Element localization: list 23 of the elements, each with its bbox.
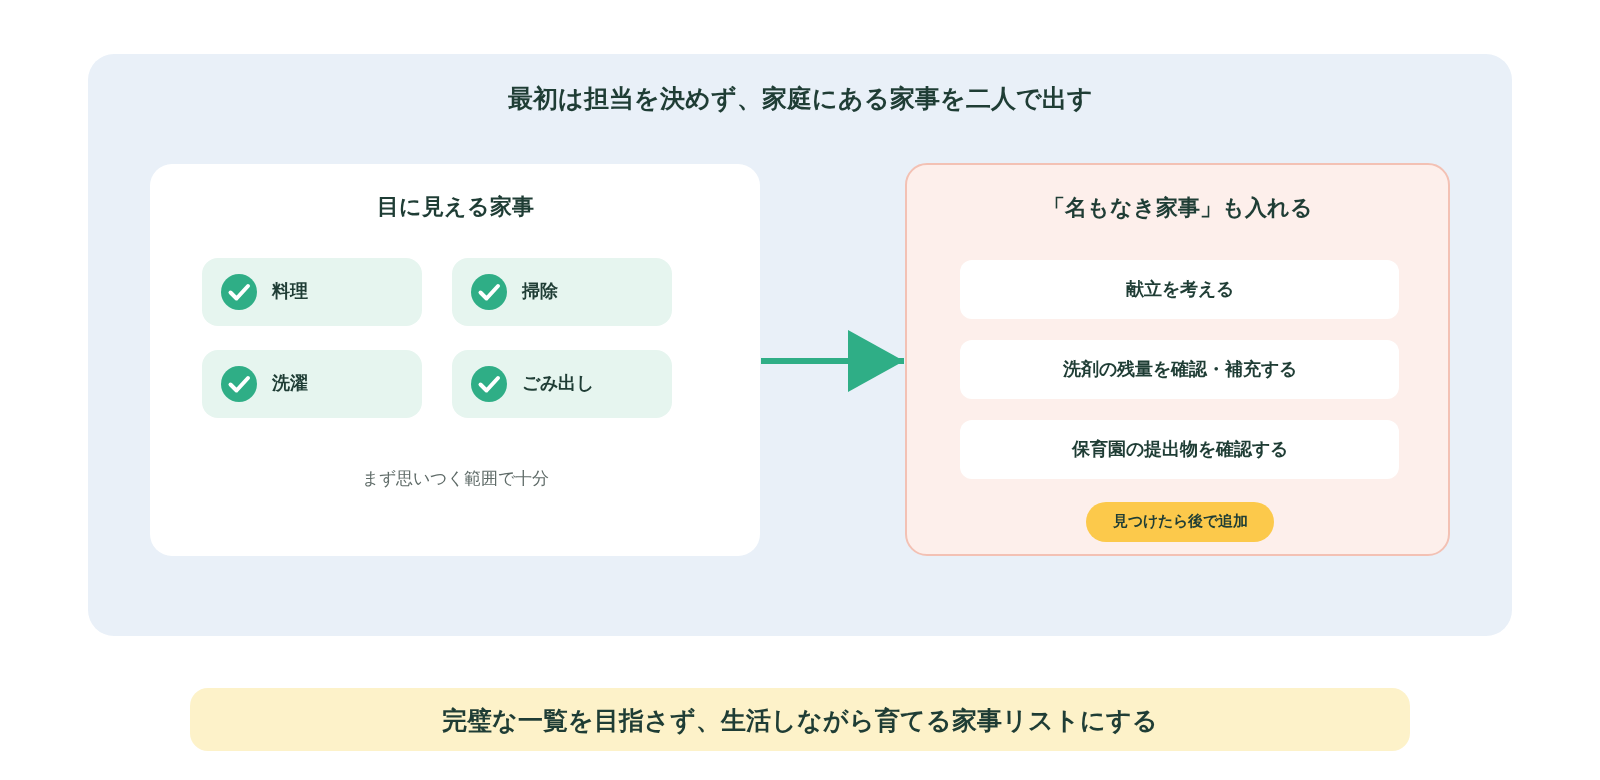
card-title: 「名もなき家事」も入れる [1041,194,1314,222]
panel-background [88,54,1512,636]
summary-banner [190,688,1410,751]
task-chip [452,350,672,418]
arrow [761,330,904,392]
note-text: まず思いつく範囲で十分 [360,467,550,490]
card [150,164,760,556]
card-title: 目に見える家事 [375,193,535,221]
task-chip [202,350,422,418]
badge-label: 見つけたら後で追加 [1111,512,1249,531]
task-label: 洗濯 [272,371,308,395]
panel-title: 最初は担当を決めず、家庭にある家事を二人で出す [506,83,1094,115]
banner-text: 完璧な一覧を目指さず、生活しながら育てる家事リストにする [441,705,1159,737]
badge [1086,502,1274,542]
task-label: 保育園の提出物を確認する [1070,437,1289,461]
task-label: ごみ出し [522,371,594,395]
task-label: 洗剤の残量を確認・補充する [1061,357,1298,381]
card [905,163,1450,556]
task-chip [452,258,672,326]
task-label: 料理 [272,279,308,303]
task-chip [202,258,422,326]
task-label: 掃除 [522,279,558,303]
task-label: 献立を考える [1124,277,1235,301]
